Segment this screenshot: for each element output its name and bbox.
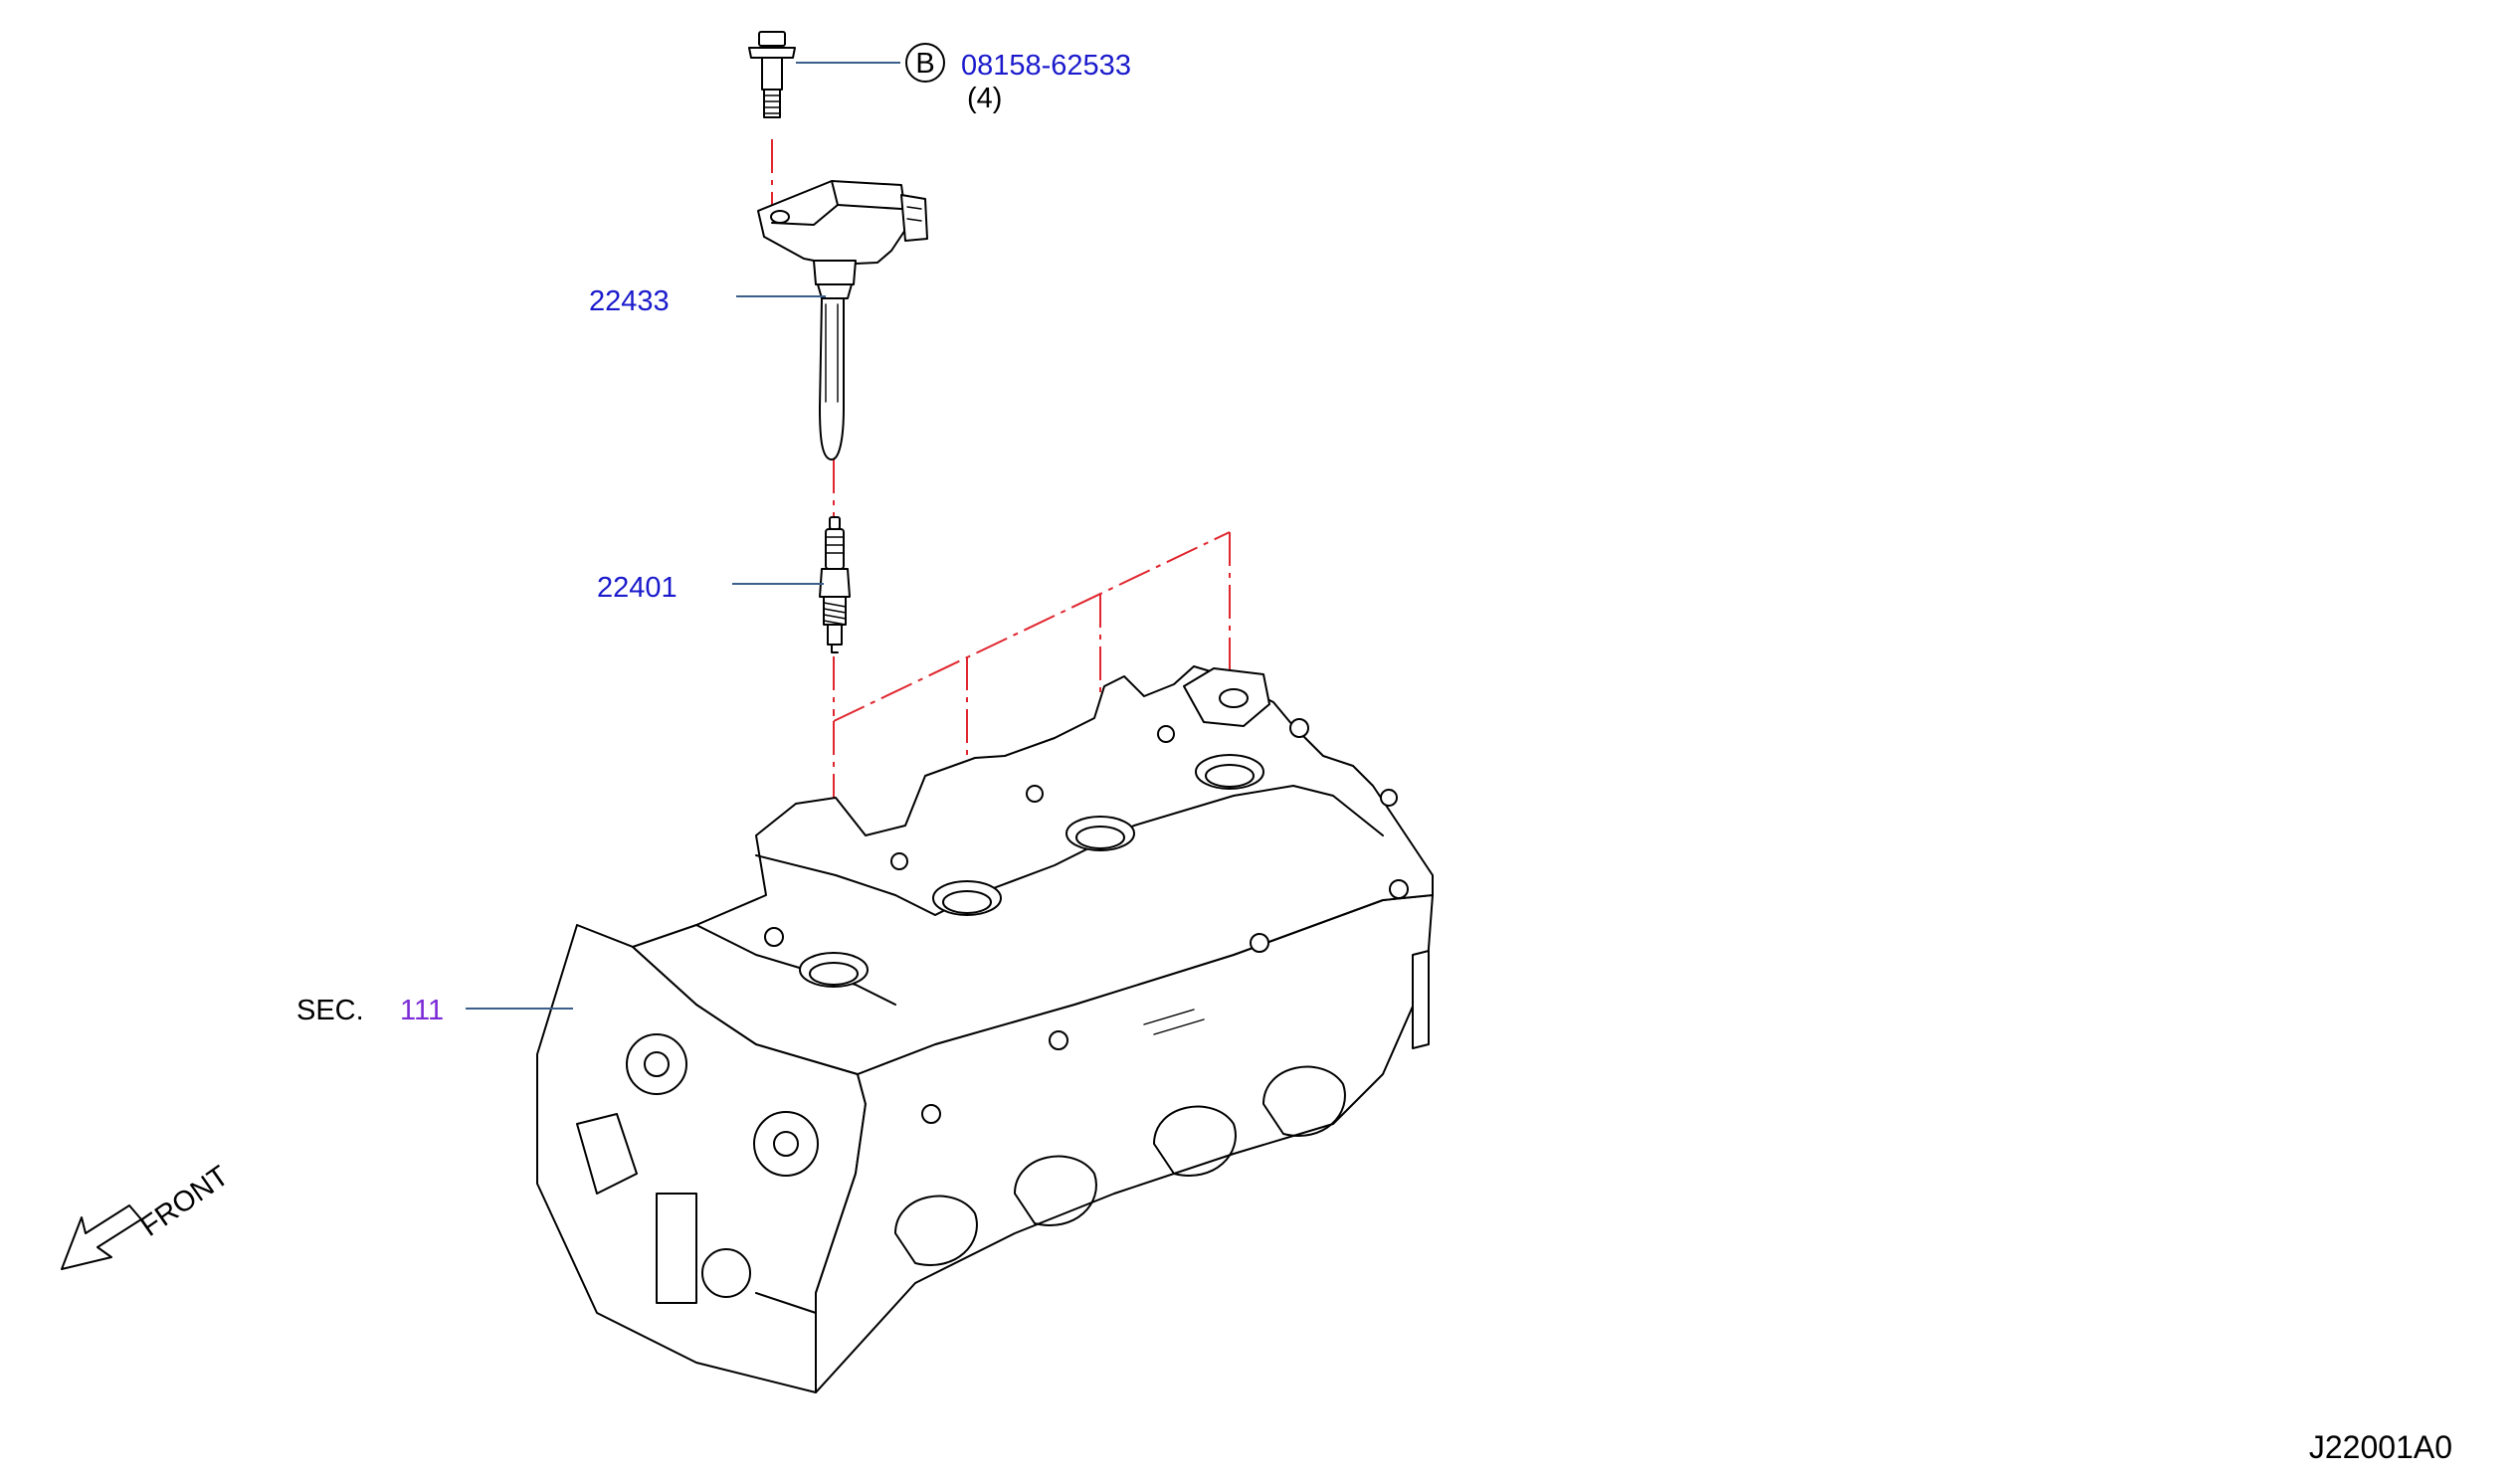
ignition-coil-drawing[interactable] — [757, 180, 928, 461]
section-prefix: SEC. — [296, 995, 364, 1026]
front-arrow-icon — [61, 1204, 142, 1270]
spark-plug-part-number[interactable]: 22401 — [597, 572, 678, 604]
leader-lines — [466, 62, 900, 1010]
ignition-coil-part-number[interactable]: 22433 — [589, 285, 670, 317]
callout-letter-circle-icon — [905, 43, 945, 83]
front-indicator: FRONT — [61, 1160, 235, 1270]
spark-plug-drawing[interactable] — [819, 516, 851, 653]
figure-code: J22001A0 — [2309, 1429, 2452, 1465]
front-label: FRONT — [135, 1160, 235, 1243]
section-reference-callout[interactable]: SEC. 111 — [296, 995, 444, 1026]
cylinder-head-drawing[interactable] — [536, 665, 1434, 1393]
bolt-drawing[interactable] — [748, 31, 796, 118]
bolt-quantity: (4) — [967, 83, 1002, 114]
callout-letter: B — [915, 48, 934, 80]
bolt-callout[interactable]: B 08158-62533 (4) — [905, 43, 1131, 114]
section-number[interactable]: 111 — [400, 995, 444, 1026]
bolt-part-number[interactable]: 08158-62533 — [961, 50, 1131, 82]
